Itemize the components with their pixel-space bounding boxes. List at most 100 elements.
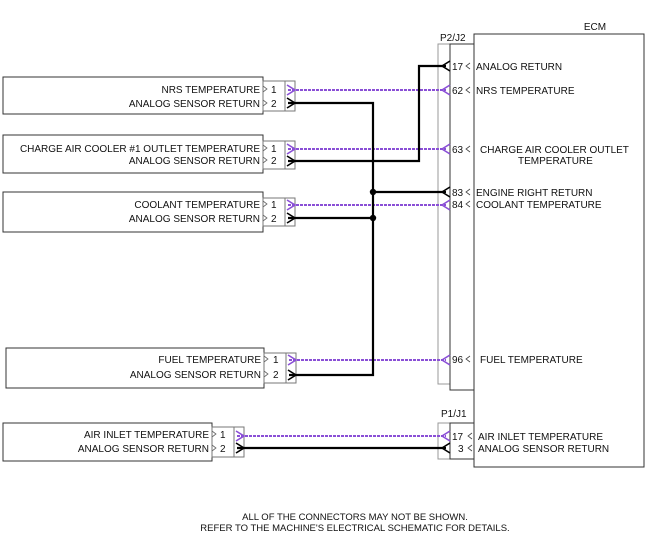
ecm-module: ECM [473,22,645,468]
ecm-pin-label: COOLANT TEMPERATURE [476,200,602,211]
pin-arrow-icon [263,355,269,363]
p1-housing [437,422,451,460]
sensor-pin-label: CHARGE AIR COOLER #1 OUTLET TEMPERATURE [20,144,260,155]
sensor-pin-number: 2 [271,214,277,225]
ecm-pin-label: ENGINE RIGHT RETURN [476,188,593,199]
pin-arrow-icon [465,86,471,94]
ecm-pin-number: 17 [452,62,464,73]
sensor-air-inlet-temperature: AIR INLET TEMPERATURE ANALOG SENSOR RETU… [2,422,245,462]
ecm-pin-label: CHARGE AIR COOLER OUTLET [480,145,629,156]
ecm-pin-number: 96 [452,355,464,366]
receptacle-chevron-icon [440,442,451,454]
sensor-pin-label: ANALOG SENSOR RETURN [130,370,261,381]
p1j1-label: P1/J1 [441,409,467,420]
j2-housing [449,43,475,391]
ecm-pins-p2j2: 17 ANALOG RETURN 62 NRS TEMPERATURE 63 C… [452,62,629,366]
pin-arrow-icon [211,430,217,438]
sensor-pin-arrows [211,85,269,452]
sensor-pin-label: FUEL TEMPERATURE [158,355,261,366]
sensor-pin-label: AIR INLET TEMPERATURE [84,430,209,441]
sensor-pin-number: 1 [271,200,277,211]
sensor-pin-number: 2 [271,156,277,167]
sensor-pin-number: 1 [271,85,277,96]
receptacle-chevron-icon [440,354,451,366]
receptacle-chevron-icon [440,84,451,96]
ecm-label: ECM [584,22,606,33]
receptacle-chevron-icon [440,199,451,211]
ecm-pin-number: 3 [458,444,464,455]
sensor-plug [284,80,296,112]
ecm-pin-number: 17 [452,432,464,443]
pin-arrow-icon [465,145,471,153]
plug-chevron-icon [286,143,297,155]
pin-arrow-icon [262,214,268,222]
sensor-nrs-temperature: NRS TEMPERATURE ANALOG SENSOR RETURN 1 2 [2,76,296,115]
ecm-pin-number: 63 [452,145,464,156]
p2-housing [437,43,451,385]
sensor-plug [233,426,245,458]
sensor-pin-number: 2 [273,370,279,381]
wire-analog-return-pin17 [288,64,446,163]
ecm-pin-label: ANALOG SENSOR RETURN [478,444,609,455]
sensor-plug [284,197,296,227]
ecm-pin-label: AIR INLET TEMPERATURE [478,432,603,443]
pin-arrow-icon [465,188,471,196]
j1-housing [449,422,475,460]
ecm-pin-label-line2: TEMPERATURE [518,156,593,167]
pin-arrow-icon [465,200,471,208]
sensor-box [2,191,264,233]
sensor-fuel-temperature: FUEL TEMPERATURE ANALOG SENSOR RETURN 1 … [5,347,297,389]
ecm-pin-number: 83 [452,188,464,199]
plug-chevron-icon [287,354,298,366]
receptacle-chevron-icon [440,143,451,155]
sensor-pin-label: ANALOG SENSOR RETURN [78,444,209,455]
pin-arrow-icon [262,99,268,107]
plug-chevron-icon [286,199,297,211]
ecm-pins-p1j1: 17 AIR INLET TEMPERATURE 3 ANALOG SENSOR… [452,432,609,455]
sensor-box [2,134,264,174]
splice-junction [369,188,377,196]
ecm-box [473,33,645,468]
connector-p2j2: P2/J2 [437,33,475,391]
receptacle-chevron-icon [440,430,451,442]
receptacle-chevron-icon [440,186,451,198]
plug-chevron-icon [286,155,297,167]
sensor-pin-number: 2 [220,444,226,455]
plug-chevron-icon [286,212,297,224]
sensor-coolant-temperature: COOLANT TEMPERATURE ANALOG SENSOR RETURN… [2,191,296,233]
sensor-box [2,422,213,462]
ecm-pin-label: FUEL TEMPERATURE [480,355,583,366]
sensor-pin-label: ANALOG SENSOR RETURN [129,156,260,167]
wires [235,60,451,454]
sensor-pin-label: COOLANT TEMPERATURE [134,200,260,211]
ecm-pin-label: ANALOG RETURN [476,62,562,73]
p2j2-label: P2/J2 [440,33,466,44]
ecm-pin-arrows [465,62,473,452]
pin-arrow-icon [467,432,473,440]
plug-chevron-icon [286,97,297,109]
sensor-pin-number: 1 [220,430,226,441]
pin-arrow-icon [465,62,471,70]
sensor-pin-label: NRS TEMPERATURE [161,85,260,96]
sensor-box [2,76,264,115]
sensor-charge-air-cooler: CHARGE AIR COOLER #1 OUTLET TEMPERATURE … [2,134,296,174]
receptacle-chevron-icon [440,60,451,72]
splice-junction [369,214,377,222]
plug-chevron-icon [287,369,298,381]
ecm-pin-label: NRS TEMPERATURE [476,86,575,97]
pin-arrow-icon [262,85,268,93]
ecm-pin-number: 62 [452,86,464,97]
sensor-pin-number: 2 [271,99,277,110]
sensor-pin-number: 1 [273,355,279,366]
plug-chevron-icon [286,84,297,96]
sensor-box [5,347,265,389]
ecm-pin-number: 84 [452,200,464,211]
footnote-line-1: ALL OF THE CONNECTORS MAY NOT BE SHOWN. [242,512,468,523]
wire-analog-return-bus [288,101,375,377]
sensor-pin-label: ANALOG SENSOR RETURN [129,214,260,225]
pin-arrow-icon [465,355,471,363]
sensor-pin-label: ANALOG SENSOR RETURN [129,99,260,110]
pin-arrow-icon [262,200,268,208]
pin-arrow-icon [263,370,269,378]
